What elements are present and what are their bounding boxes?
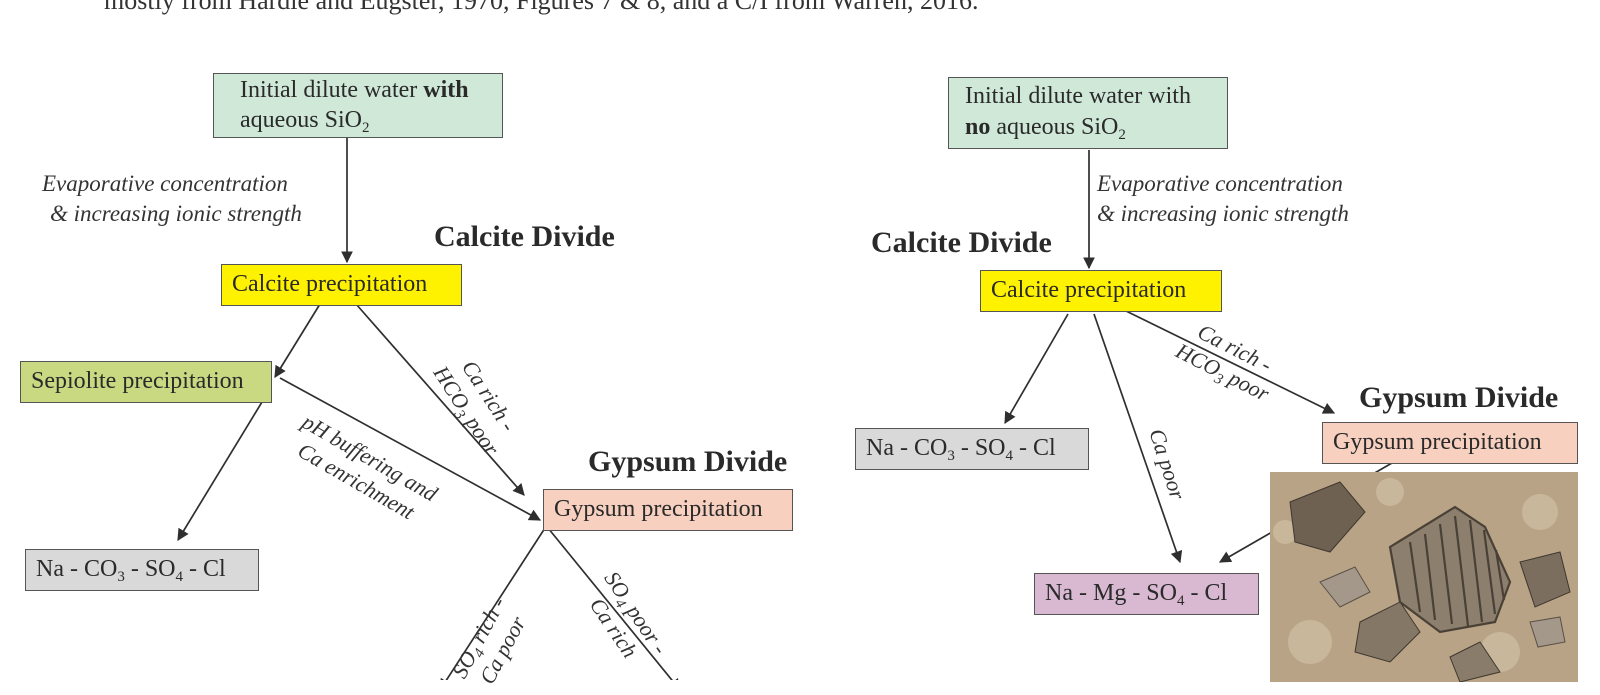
na-co3-so4-cl-left: Na - CO3 - SO4 - Cl xyxy=(25,549,259,591)
calcite-precipitation-left: Calcite precipitation xyxy=(221,264,462,306)
initial-water-no-sio2-box: Initial dilute water with no aqueous SiO… xyxy=(948,77,1228,149)
arrow-sepiolite-to-naco xyxy=(177,401,263,542)
gypsum-divide-left: Gypsum Divide xyxy=(588,445,788,478)
gypsum-precipitation-right: Gypsum precipitation xyxy=(1322,422,1578,464)
initial-water-line2: aqueous SiO2 xyxy=(240,107,370,136)
gypsum-precipitation-left: Gypsum precipitation xyxy=(543,489,793,531)
arrow-calcite-to-namg xyxy=(1093,313,1183,564)
na-co3-so4-cl-right: Na - CO3 - SO4 - Cl xyxy=(855,428,1089,470)
arrow-calcite-to-naco-right xyxy=(1004,313,1069,425)
evaporative-label-left-2: & increasing ionic strength xyxy=(50,201,302,226)
initial-water-with-sio2-box: Initial dilute water with aqueous SiO2 xyxy=(213,73,503,138)
gypsum-crystal-illustration xyxy=(1270,472,1578,682)
evaporative-label-right-1: Evaporative concentration xyxy=(1097,171,1343,196)
arrow-calcite-to-gypsum-right xyxy=(1123,309,1336,414)
initial-water-line2-right: no aqueous SiO2 xyxy=(965,114,1126,143)
arrow-calcite-to-sepiolite xyxy=(274,303,321,379)
calcite-precipitation-right: Calcite precipitation xyxy=(980,270,1222,312)
sepiolite-precipitation: Sepiolite precipitation xyxy=(20,361,272,403)
arrow-gypsum-so4rich xyxy=(439,527,546,680)
calcite-divide-right: Calcite Divide xyxy=(871,226,1052,259)
evaporative-label-right-2: & increasing ionic strength xyxy=(1097,201,1349,226)
top-caption: mostly from Hardie and Eugster, 1970, Fi… xyxy=(104,0,979,15)
arrow-gypsum-so4poor xyxy=(547,527,681,680)
arrow-sepiolite-to-gypsum xyxy=(279,377,542,521)
initial-water-line1-right: Initial dilute water with xyxy=(965,83,1191,109)
na-mg-so4-cl-box: Na - Mg - SO4 - Cl xyxy=(1034,573,1259,615)
initial-water-line1: Initial dilute water with xyxy=(240,77,469,103)
calcite-divide-left: Calcite Divide xyxy=(434,220,615,253)
arrow-calcite-to-gypsum-left xyxy=(355,303,525,496)
evaporative-label-left-1: Evaporative concentration xyxy=(42,171,288,196)
gypsum-crystal-photo xyxy=(1270,472,1578,682)
gypsum-divide-right: Gypsum Divide xyxy=(1359,381,1559,414)
